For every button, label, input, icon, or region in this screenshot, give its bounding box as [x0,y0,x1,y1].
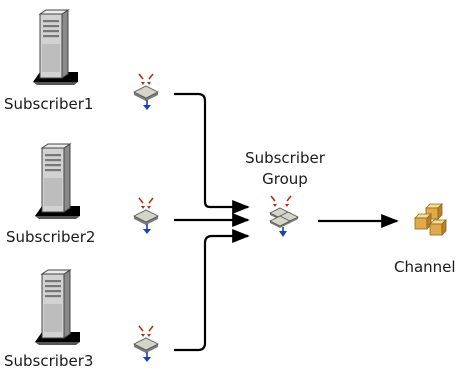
group-queue-icon [269,195,299,238]
connector-subscriber3-group [174,228,250,352]
subscriber-group-label: Subscriber Group [226,148,344,190]
subscriber-group-label-line1: Subscriber [245,149,325,167]
server-icon-3 [34,269,81,346]
subscriber-queue-icon-3 [133,325,159,363]
subscriber1-label: Subscriber1 [4,95,94,113]
server-icon-1 [32,9,79,86]
subscriber-queue-icon-2 [133,197,159,235]
subscriber-group-label-line2: Group [262,170,308,188]
connector-subscriber1-group [174,92,250,215]
subscriber3-label: Subscriber3 [4,352,94,370]
server-icon-2 [34,143,81,220]
channel-label: Channel [394,258,456,276]
channel-boxes-icon [414,203,447,236]
subscriber2-label: Subscriber2 [6,228,96,246]
subscriber-queue-icon-1 [133,73,159,111]
